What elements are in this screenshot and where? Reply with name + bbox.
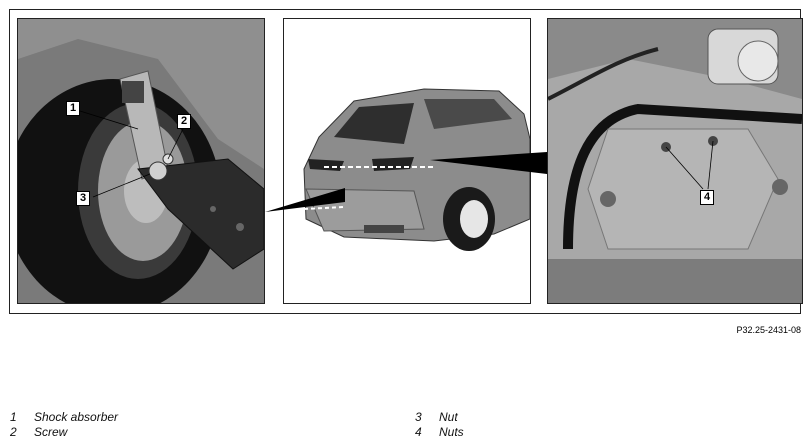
legend-item: 4 Nuts [415, 425, 464, 440]
legend-label: Screw [34, 425, 68, 439]
legend-left: 1 Shock absorber 2 Screw [10, 410, 118, 440]
mounting-nuts-panel: 4 [547, 18, 803, 304]
callout-2: 2 [177, 114, 191, 129]
vehicle-overview-panel [283, 18, 531, 304]
legend-number: 1 [10, 410, 17, 424]
legend-number: 4 [415, 425, 422, 439]
legend-item: 3 Nut [415, 410, 464, 425]
legend-number: 2 [10, 425, 17, 439]
wheel-detail-panel: 1 2 3 [17, 18, 265, 304]
legend-right: 3 Nut 4 Nuts [415, 410, 464, 440]
body-mount-illustration [548, 19, 802, 303]
legend-label: Shock absorber [34, 410, 119, 424]
connector-left [265, 188, 345, 212]
legend-item: 2 Screw [10, 425, 118, 440]
wheel-suspension-illustration [18, 19, 264, 303]
callout-3: 3 [76, 191, 90, 206]
connector-right [430, 152, 547, 174]
legend-number: 3 [415, 410, 422, 424]
legend-label: Nut [439, 410, 458, 424]
callout-1: 1 [66, 101, 80, 116]
legend-item: 1 Shock absorber [10, 410, 118, 425]
callout-4: 4 [700, 190, 714, 205]
legend-label: Nuts [439, 425, 464, 439]
figure-reference: P32.25-2431-08 [736, 325, 801, 335]
